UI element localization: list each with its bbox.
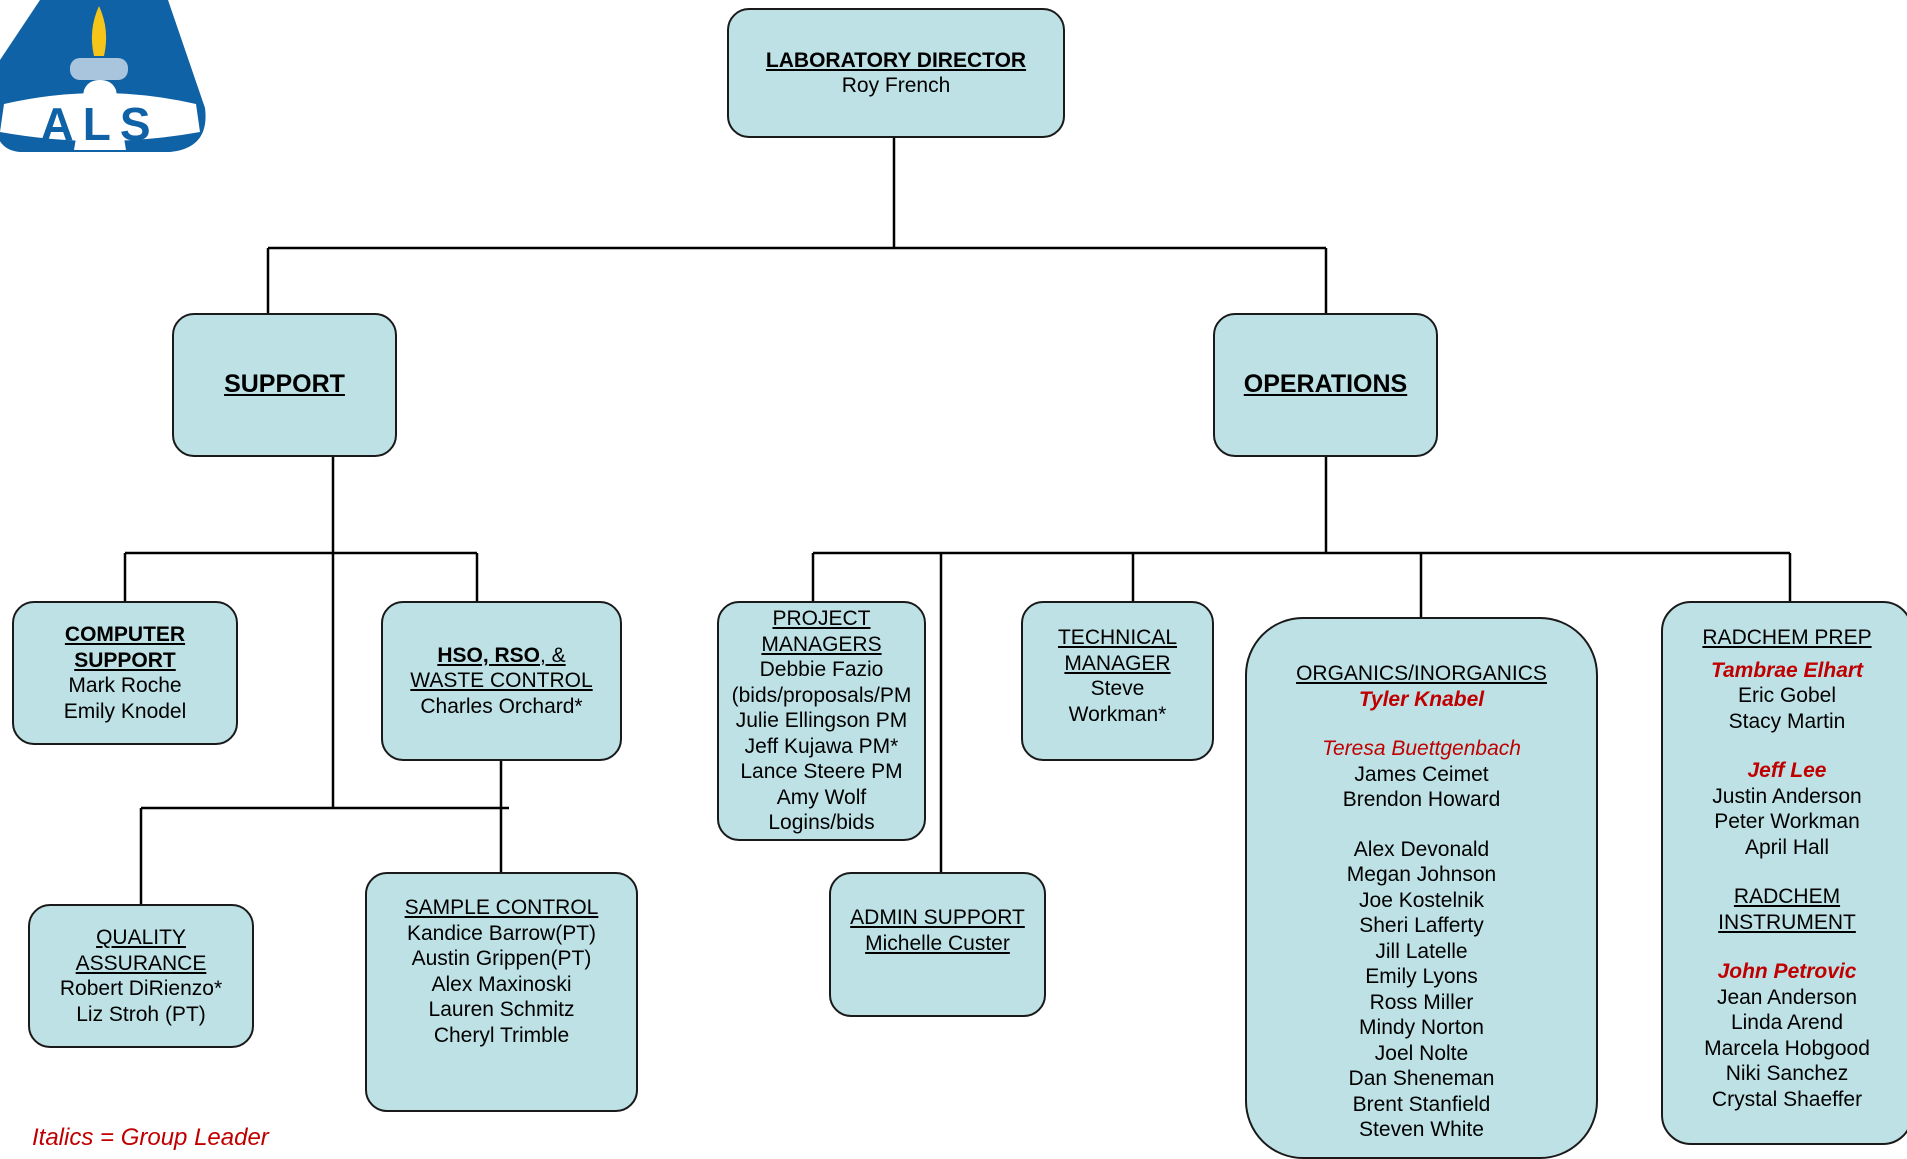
hso-title-line-1: HSO, RSO, & — [437, 643, 565, 669]
computer-support-title-1: COMPUTER — [64, 623, 186, 646]
support-title: SUPPORT — [224, 370, 345, 399]
group-leader: Teresa Buettgenbach — [1322, 737, 1521, 760]
quality-assurance-box: QUALITY ASSURANCE Robert DiRienzo* Liz S… — [28, 904, 254, 1048]
member-name: Liz Stroh (PT) — [76, 1002, 206, 1026]
radchem-prep-title: RADCHEM PREP — [1702, 626, 1872, 649]
member-name: Cheryl Trimble — [433, 1023, 570, 1047]
member-name: April Hall — [1744, 835, 1830, 859]
hso-title-main: HSO, RSO — [437, 643, 540, 667]
group-leader: John Petrovic — [1717, 960, 1857, 983]
computer-support-box: COMPUTER SUPPORT Mark Roche Emily Knodel — [12, 601, 238, 745]
group-leader: Jeff Lee — [1747, 759, 1827, 782]
member-name: Lauren Schmitz — [428, 998, 575, 1021]
computer-support-title-2: SUPPORT — [74, 648, 176, 672]
sample-control-title: SAMPLE CONTROL — [404, 896, 599, 919]
operations-title: OPERATIONS — [1243, 370, 1408, 399]
member-name: Workman* — [1068, 702, 1167, 726]
member-name: Alex Devonald — [1353, 837, 1490, 861]
member-name: Jill Latelle — [1375, 939, 1468, 963]
project-managers-title-2: MANAGERS — [761, 632, 882, 656]
member-name: Jean Anderson — [1716, 985, 1858, 1009]
member-name: Lance Steere PM — [740, 760, 903, 784]
member-name: Megan Johnson — [1346, 863, 1497, 886]
member-name: Julie Ellingson PM — [735, 709, 908, 733]
member-name: Emily Knodel — [63, 699, 187, 723]
member-name: Debbie Fazio — [759, 658, 884, 682]
member-name: Emily Lyons — [1365, 965, 1478, 988]
member-name: (bids/proposals/PM — [731, 683, 912, 707]
radchem-box: RADCHEM PREP Tambrae Elhart Eric Gobel S… — [1661, 601, 1907, 1145]
technical-manager-title-2: MANAGER — [1064, 651, 1171, 675]
member-name: Steven White — [1359, 1118, 1484, 1141]
laboratory-director-box: LABORATORY DIRECTOR Roy French — [727, 8, 1065, 138]
member-name: Steve — [1090, 677, 1145, 700]
member-name: Charles Orchard* — [420, 694, 583, 718]
operations-box: OPERATIONS — [1213, 313, 1438, 457]
member-name: Ross Miller — [1369, 990, 1474, 1014]
member-name: Joe Kostelnik — [1359, 888, 1484, 912]
member-name: Peter Workman — [1714, 810, 1860, 833]
radchem-instrument-title-2: INSTRUMENT — [1718, 910, 1856, 934]
hso-rso-waste-control-box: HSO, RSO, & WASTE CONTROL Charles Orchar… — [381, 601, 622, 761]
member-name: Crystal Shaeffer — [1711, 1087, 1863, 1111]
member-name: Brendon Howard — [1342, 788, 1501, 811]
group-leader: Tambrae Elhart — [1710, 658, 1864, 682]
quality-title-1: QUALITY — [96, 926, 186, 949]
admin-support-name: Michelle Custer — [865, 931, 1010, 955]
member-name: Niki Sanchez — [1725, 1062, 1849, 1085]
member-name: Stacy Martin — [1728, 709, 1846, 733]
member-name: Eric Gobel — [1737, 684, 1837, 707]
member-name: Mindy Norton — [1359, 1016, 1484, 1039]
member-name: Amy Wolf — [776, 785, 867, 809]
technical-manager-box: TECHNICAL MANAGER Steve Workman* — [1021, 601, 1214, 761]
member-name: Sheri Lafferty — [1359, 914, 1484, 937]
legend-note: Italics = Group Leader — [32, 1124, 269, 1151]
support-box: SUPPORT — [172, 313, 397, 457]
member-name: Logins/bids — [768, 811, 875, 835]
quality-title-2: ASSURANCE — [75, 951, 207, 975]
organics-inorganics-box: ORGANICS/INORGANICS Tyler Knabel Teresa … — [1245, 617, 1598, 1159]
member-name: Justin Anderson — [1712, 784, 1862, 808]
member-name: James Ceimet — [1354, 762, 1489, 786]
member-name: Marcela Hobgood — [1704, 1036, 1870, 1060]
member-name: Austin Grippen(PT) — [411, 947, 592, 970]
admin-support-title: ADMIN SUPPORT — [850, 906, 1025, 929]
project-managers-box: PROJECT MANAGERS Debbie Fazio (bids/prop… — [717, 601, 926, 841]
member-name: Linda Arend — [1730, 1011, 1844, 1034]
hso-title-2: WASTE CONTROL — [410, 669, 593, 693]
member-name: Jeff Kujawa PM* — [744, 734, 899, 758]
logo-text: ALS — [41, 98, 160, 150]
member-name: Dan Sheneman — [1348, 1067, 1495, 1090]
technical-manager-title-1: TECHNICAL — [1057, 626, 1178, 649]
member-name: Mark Roche — [68, 674, 182, 697]
member-name: Kandice Barrow(PT) — [406, 921, 597, 945]
member-name: Robert DiRienzo* — [59, 977, 223, 1000]
hso-title-suffix: , & — [540, 643, 566, 667]
director-title: LABORATORY DIRECTOR — [765, 48, 1027, 72]
admin-support-box: ADMIN SUPPORT Michelle Custer — [829, 872, 1046, 1017]
organics-title: ORGANICS/INORGANICS — [1296, 662, 1547, 685]
als-logo: ALS — [0, 0, 206, 152]
director-name: Roy French — [841, 74, 951, 97]
member-name: Brent Stanfield — [1352, 1092, 1491, 1116]
group-leader: Tyler Knabel — [1358, 687, 1485, 711]
member-name: Alex Maxinoski — [431, 972, 572, 996]
member-name: Joel Nolte — [1374, 1041, 1469, 1065]
project-managers-title-1: PROJECT — [772, 607, 871, 631]
sample-control-box: SAMPLE CONTROL Kandice Barrow(PT) Austin… — [365, 872, 638, 1112]
radchem-instrument-title-1: RADCHEM — [1733, 885, 1841, 908]
